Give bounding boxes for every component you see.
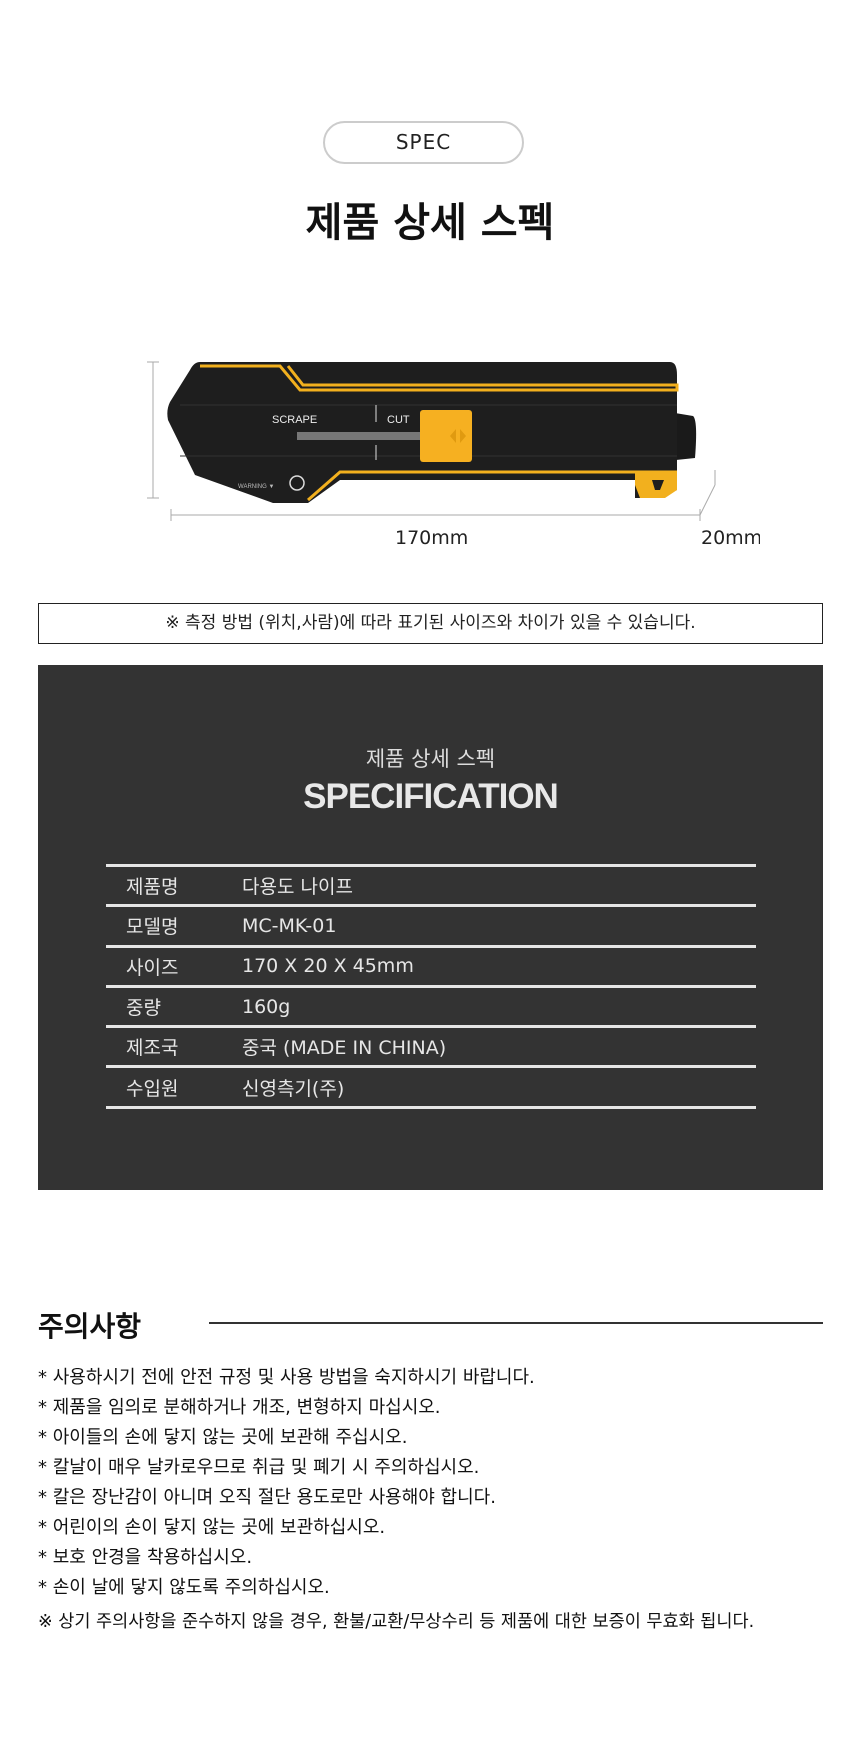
- spec-value: 다용도 나이프: [242, 876, 353, 899]
- table-row: 수입원 신영측기(주): [106, 1068, 756, 1109]
- measurement-notice: ※ 측정 방법 (위치,사람)에 따라 표기된 사이즈와 차이가 있을 수 있습…: [38, 603, 823, 644]
- spec-key: 제조국: [126, 1037, 179, 1060]
- spec-key: 수입원: [126, 1077, 179, 1100]
- list-item: * 아이들의 손에 닿지 않는 곳에 보관해 주십시오.: [38, 1427, 408, 1448]
- spec-value: MC-MK-01: [242, 914, 337, 937]
- table-row: 중량 160g: [106, 988, 756, 1029]
- scrape-label: SCRAPE: [272, 414, 317, 426]
- list-item: * 칼은 장난감이 아니며 오직 절단 용도로만 사용해야 합니다.: [38, 1487, 496, 1508]
- spec-key: 중량: [126, 997, 161, 1020]
- page-title: 제품 상세 스펙: [305, 200, 555, 246]
- list-item: * 칼날이 매우 날카로우므로 취급 및 폐기 시 주의하십시오.: [38, 1457, 480, 1478]
- spec-key: 제품명: [126, 876, 179, 899]
- spec-title-kr: 제품 상세 스펙: [365, 747, 496, 771]
- divider: [209, 1322, 823, 1324]
- spec-value: 중국 (MADE IN CHINA): [242, 1037, 447, 1060]
- warning-label: WARNING ▼: [238, 484, 274, 490]
- safety-icon: [289, 475, 305, 491]
- product-image-knife: SCRAPE CUT WARNING ▼ 45mm 170mm 20mm: [140, 361, 760, 549]
- spec-value: 170 X 20 X 45mm: [242, 955, 414, 978]
- table-row: 제조국 중국 (MADE IN CHINA): [106, 1028, 756, 1069]
- table-row: 사이즈 170 X 20 X 45mm: [106, 948, 756, 988]
- warranty-note: ※ 상기 주의사항을 준수하지 않을 경우, 환불/교환/무상수리 등 제품에 …: [38, 1612, 755, 1632]
- width-label: 20mm: [701, 527, 760, 549]
- table-row: 제품명 다용도 나이프: [106, 867, 756, 908]
- spec-title-en: SPECIFICATION: [303, 777, 559, 816]
- spec-key: 모델명: [126, 916, 179, 939]
- list-item: * 손이 날에 닿지 않도록 주의하십시오.: [38, 1577, 330, 1598]
- list-item: * 보호 안경을 착용하십시오.: [38, 1547, 253, 1568]
- slider-thumb: [420, 410, 472, 462]
- dimension-lines: [147, 361, 716, 521]
- length-label: 170mm: [395, 527, 468, 549]
- spec-value: 신영측기(주): [242, 1077, 345, 1100]
- caution-title: 주의사항: [38, 1310, 142, 1343]
- table-row: 모델명 MC-MK-01: [106, 907, 756, 948]
- spec-value: 160g: [242, 995, 291, 1018]
- spec-key: 사이즈: [126, 956, 179, 979]
- list-item: * 사용하시기 전에 안전 규정 및 사용 방법을 숙지하시기 바랍니다.: [38, 1367, 535, 1388]
- spec-pill: SPEC: [323, 121, 524, 164]
- spec-panel: 제품 상세 스펙 SPECIFICATION 제품명 다용도 나이프 모델명 MC-…: [38, 665, 823, 1190]
- cut-label: CUT: [387, 414, 410, 426]
- spec-table: 제품명 다용도 나이프 모델명 MC-MK-01 사이즈 170 X 20 X 45m…: [106, 864, 756, 1109]
- height-label: 45mm: [140, 419, 141, 441]
- caution-list: * 사용하시기 전에 안전 규정 및 사용 방법을 숙지하시기 바랍니다. * …: [38, 1363, 535, 1603]
- list-item: * 제품을 임의로 분해하거나 개조, 변형하지 마십시오.: [38, 1397, 441, 1418]
- list-item: * 어린이의 손이 닿지 않는 곳에 보관하십시오.: [38, 1517, 386, 1538]
